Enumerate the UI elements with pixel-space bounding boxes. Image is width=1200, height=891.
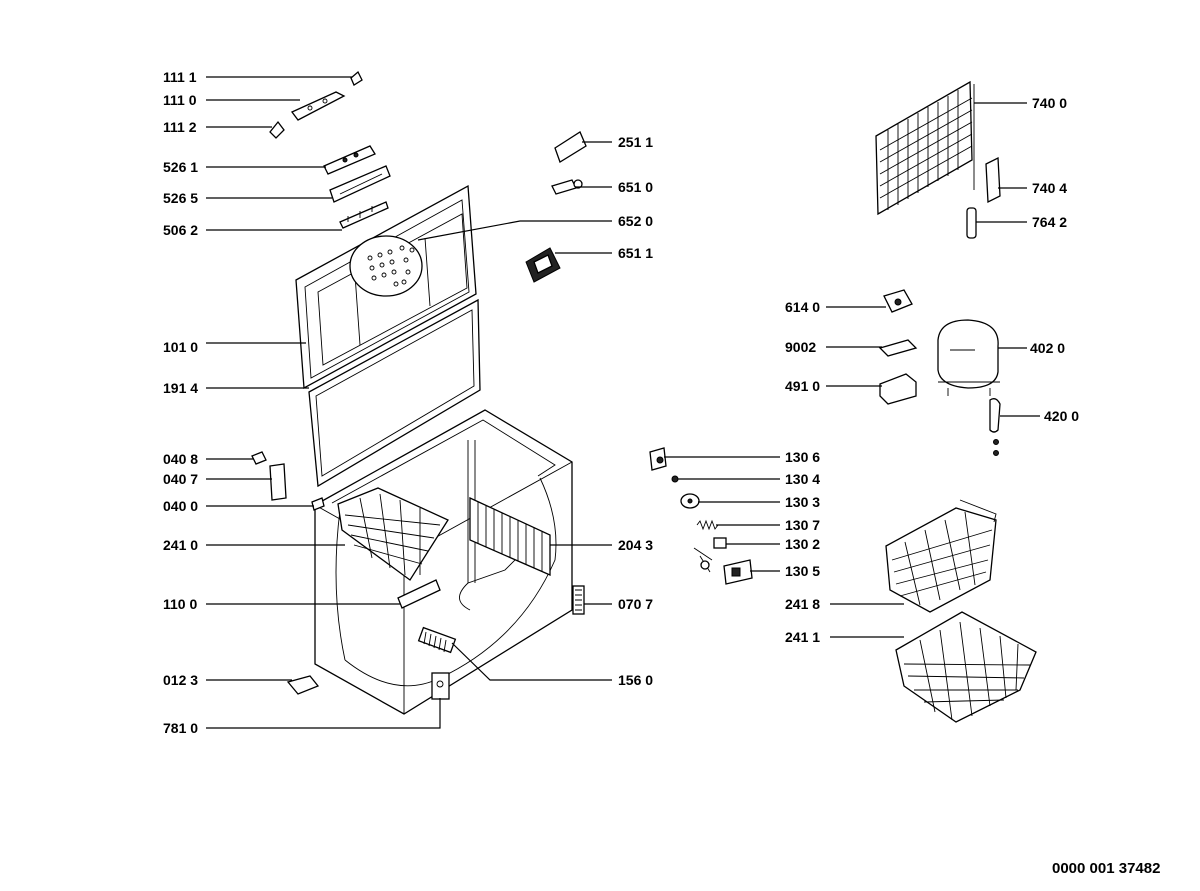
lamp-651-0 bbox=[551, 179, 583, 195]
label-241-0: 241 0 bbox=[163, 537, 198, 553]
label-491-0: 491 0 bbox=[785, 378, 820, 394]
label-251-1: 251 1 bbox=[618, 134, 653, 150]
label-420-0: 420 0 bbox=[1044, 408, 1079, 424]
relay-614-0 bbox=[883, 289, 913, 313]
hinge-bracket-040-7 bbox=[269, 463, 287, 501]
label-130-7: 130 7 bbox=[785, 517, 820, 533]
label-781-0: 781 0 bbox=[163, 720, 198, 736]
label-012-3: 012 3 bbox=[163, 672, 198, 688]
lock-plate-526-1 bbox=[323, 145, 376, 175]
label-402-0: 402 0 bbox=[1030, 340, 1065, 356]
label-526-1: 526 1 bbox=[163, 159, 198, 175]
label-506-2: 506 2 bbox=[163, 222, 198, 238]
light-switch-651-1 bbox=[525, 247, 561, 283]
label-110-0: 110 0 bbox=[163, 596, 197, 612]
bracket-740-4 bbox=[985, 156, 1001, 204]
housing-130-5 bbox=[723, 559, 753, 585]
label-130-4: 130 4 bbox=[785, 471, 820, 487]
hinge-cover-111-1 bbox=[350, 70, 363, 86]
label-614-0: 614 0 bbox=[785, 299, 820, 315]
label-740-4: 740 4 bbox=[1032, 180, 1067, 196]
label-204-3: 204 3 bbox=[618, 537, 653, 553]
label-111-1: 111 1 bbox=[163, 69, 197, 85]
spring-130-7 bbox=[696, 519, 719, 531]
basket-241-0 bbox=[337, 487, 449, 609]
condenser-740-0 bbox=[875, 80, 975, 216]
label-241-1: 241 1 bbox=[785, 629, 820, 645]
label-9002: 9002 bbox=[785, 339, 816, 355]
label-130-2: 130 2 bbox=[785, 536, 820, 552]
freezer-lid bbox=[295, 184, 481, 488]
spindle-130-2 bbox=[693, 537, 727, 573]
cover-491-0 bbox=[879, 373, 917, 405]
hinge-111-0 bbox=[290, 91, 346, 121]
label-130-5: 130 5 bbox=[785, 563, 820, 579]
label-156-0: 156 0 bbox=[618, 672, 653, 688]
label-191-4: 191 4 bbox=[163, 380, 198, 396]
label-040-0: 040 0 bbox=[163, 498, 198, 514]
filter-drier-764-2 bbox=[966, 207, 977, 239]
foot-040-0 bbox=[311, 497, 325, 511]
label-111-2: 111 2 bbox=[163, 119, 197, 135]
handle-526-5 bbox=[329, 165, 391, 203]
evaporator-204-3 bbox=[469, 496, 551, 576]
label-101-0: 101 0 bbox=[163, 339, 198, 355]
bracket-506-2 bbox=[339, 201, 389, 229]
light-cover-251-1 bbox=[554, 131, 587, 163]
label-651-0: 651 0 bbox=[618, 179, 653, 195]
hinge-cover-111-2 bbox=[269, 120, 285, 139]
label-740-0: 740 0 bbox=[1032, 95, 1067, 111]
knob-130-3 bbox=[680, 493, 700, 509]
label-130-6: 130 6 bbox=[785, 449, 820, 465]
label-652-0: 652 0 bbox=[618, 213, 653, 229]
part-labels: 111 1 111 0 111 2 526 1 526 5 506 2 101 … bbox=[163, 69, 1079, 736]
screw-130-4 bbox=[671, 475, 679, 483]
clip-040-8 bbox=[251, 451, 267, 465]
thermostat-knob-130-6 bbox=[649, 447, 667, 471]
label-111-0: 111 0 bbox=[163, 92, 197, 108]
basket-241-1 bbox=[895, 611, 1037, 723]
label-070-7: 070 7 bbox=[618, 596, 653, 612]
document-number: 0000 001 37482 bbox=[1052, 860, 1160, 877]
label-040-8: 040 8 bbox=[163, 451, 198, 467]
leader-lines bbox=[206, 76, 1040, 729]
label-130-3: 130 3 bbox=[785, 494, 820, 510]
freezer-cabinet bbox=[314, 409, 585, 715]
label-241-8: 241 8 bbox=[785, 596, 820, 612]
compressor-402-0 bbox=[937, 319, 1000, 396]
basket-241-8 bbox=[885, 499, 997, 613]
label-764-2: 764 2 bbox=[1032, 214, 1067, 230]
label-526-5: 526 5 bbox=[163, 190, 198, 206]
capacitor-420-0 bbox=[989, 398, 1001, 456]
label-040-7: 040 7 bbox=[163, 471, 198, 487]
label-651-1: 651 1 bbox=[618, 245, 653, 261]
plate-9002 bbox=[878, 339, 918, 357]
bracket-012-3 bbox=[286, 675, 320, 695]
